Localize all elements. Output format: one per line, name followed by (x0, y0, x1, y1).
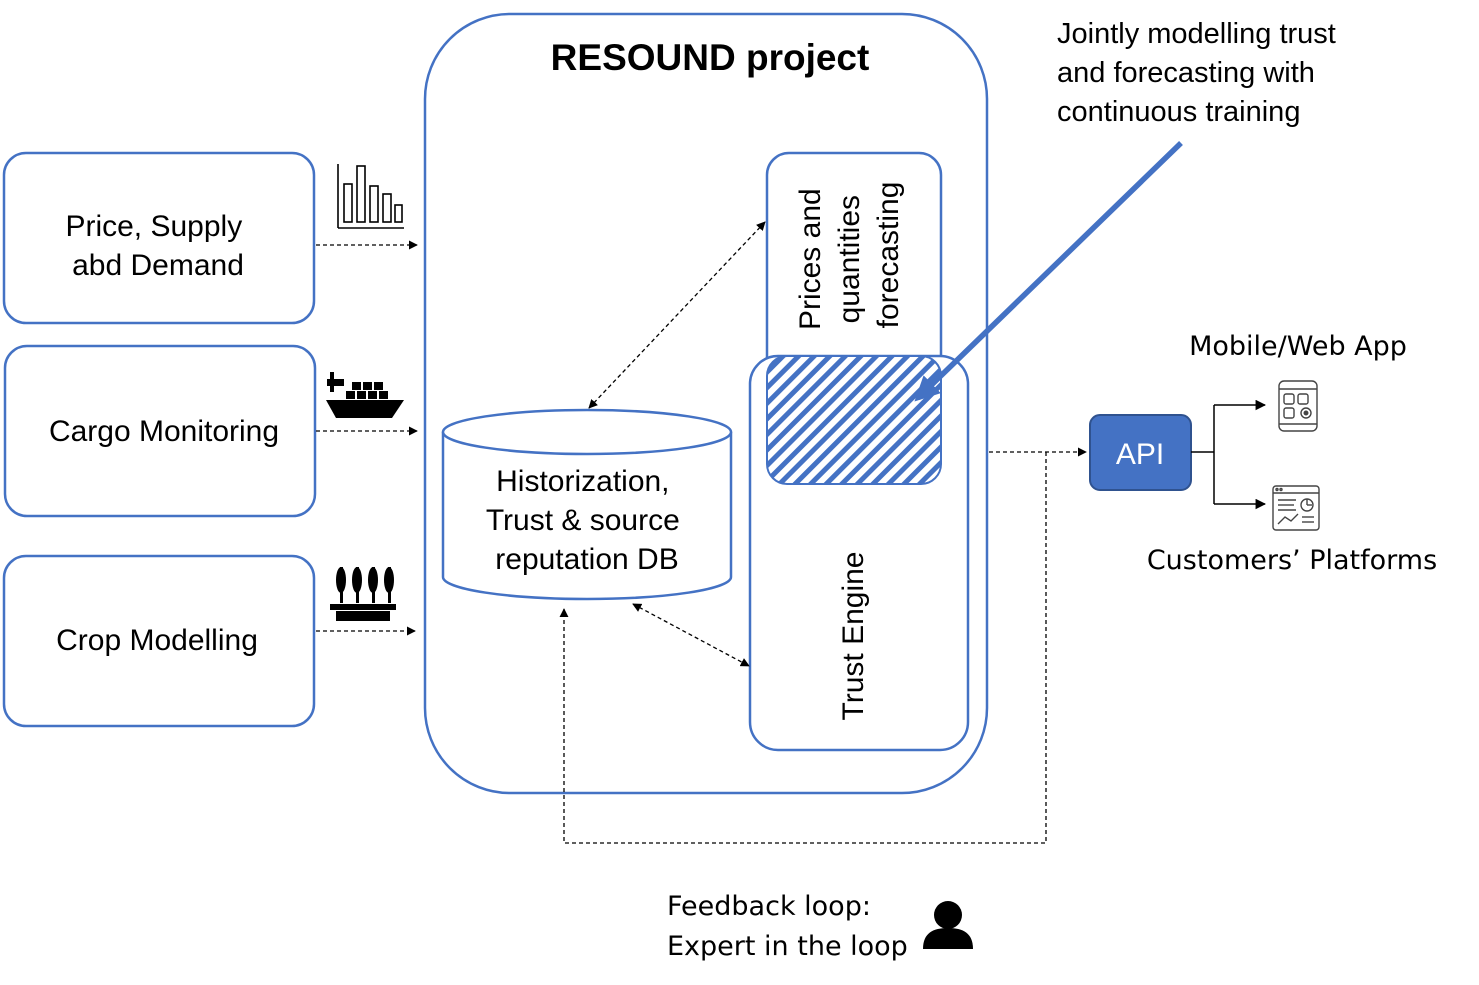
input-arrows (316, 240, 418, 636)
source-box-cargo: Cargo Monitoring (3, 344, 317, 518)
wheat-field-icon (330, 567, 396, 621)
forecasting-label: Prices and quantities forecasting (794, 180, 905, 330)
internal-arrows (588, 221, 766, 667)
project-title: RESOUND project (551, 37, 870, 78)
feedback-loop-path (559, 447, 1087, 844)
source-label: Price, Supply abd Demand (65, 210, 250, 282)
annotation-line: and forecasting with (1057, 57, 1315, 89)
database-label: Historization, Trust & source reputation… (486, 465, 688, 576)
mobile-app-icon (1278, 380, 1318, 432)
feedback-label: Feedback loop: Expert in the loop (667, 891, 908, 962)
api-label: API (1116, 438, 1164, 471)
annotation-text: Jointly modelling trust and forecasting … (1057, 18, 1344, 128)
source-box-crop: Crop Modelling (2, 554, 316, 728)
trust-engine-label: Trust Engine (837, 552, 870, 721)
project-container (423, 12, 989, 795)
bar-chart-icon (337, 164, 404, 229)
overlap-hatch (766, 355, 942, 485)
database-cylinder: Historization, Trust & source reputation… (441, 408, 733, 601)
api-box: API (1089, 414, 1192, 491)
annotation-arrow (914, 141, 1183, 402)
mobile-app-label: Mobile/Web App (1189, 331, 1407, 362)
cargo-ship-icon (326, 372, 404, 418)
source-label: Cargo Monitoring (49, 415, 279, 448)
source-label: Crop Modelling (56, 624, 258, 657)
dashboard-icon (1272, 485, 1320, 531)
annotation-line: Jointly modelling trust (1057, 18, 1336, 50)
annotation-line: continuous training (1057, 96, 1300, 128)
person-icon (923, 901, 973, 949)
source-box-price: Price, Supply abd Demand (2, 151, 316, 325)
customers-platforms-label: Customers’ Platforms (1147, 545, 1437, 576)
output-arrows (1191, 399, 1267, 510)
